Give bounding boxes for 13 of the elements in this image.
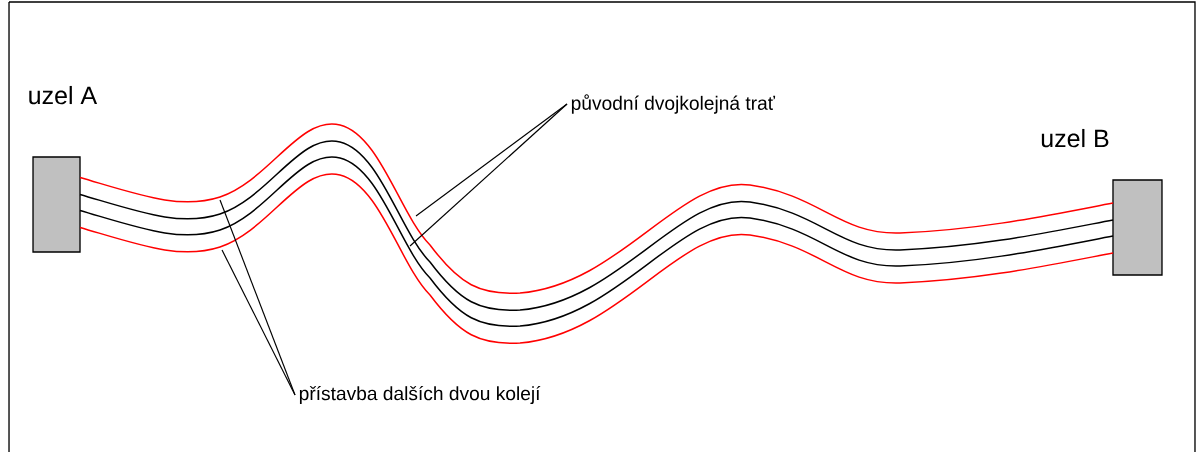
annotation-text: přístavba dalších dvou kolejí bbox=[299, 385, 541, 405]
leader-line bbox=[219, 199, 296, 396]
station-box: uzel B bbox=[1041, 128, 1163, 276]
track-line bbox=[79, 156, 1114, 327]
node-label: uzel B bbox=[1041, 128, 1109, 148]
track-line bbox=[79, 123, 1114, 294]
station-box: uzel A bbox=[29, 85, 98, 253]
leader-line bbox=[409, 103, 568, 247]
track-line bbox=[79, 173, 1114, 344]
node-label: uzel A bbox=[29, 85, 98, 105]
annotation-text: původní dvojkolejná trať bbox=[571, 94, 776, 114]
leader-line bbox=[221, 249, 296, 396]
track-line bbox=[79, 140, 1114, 311]
